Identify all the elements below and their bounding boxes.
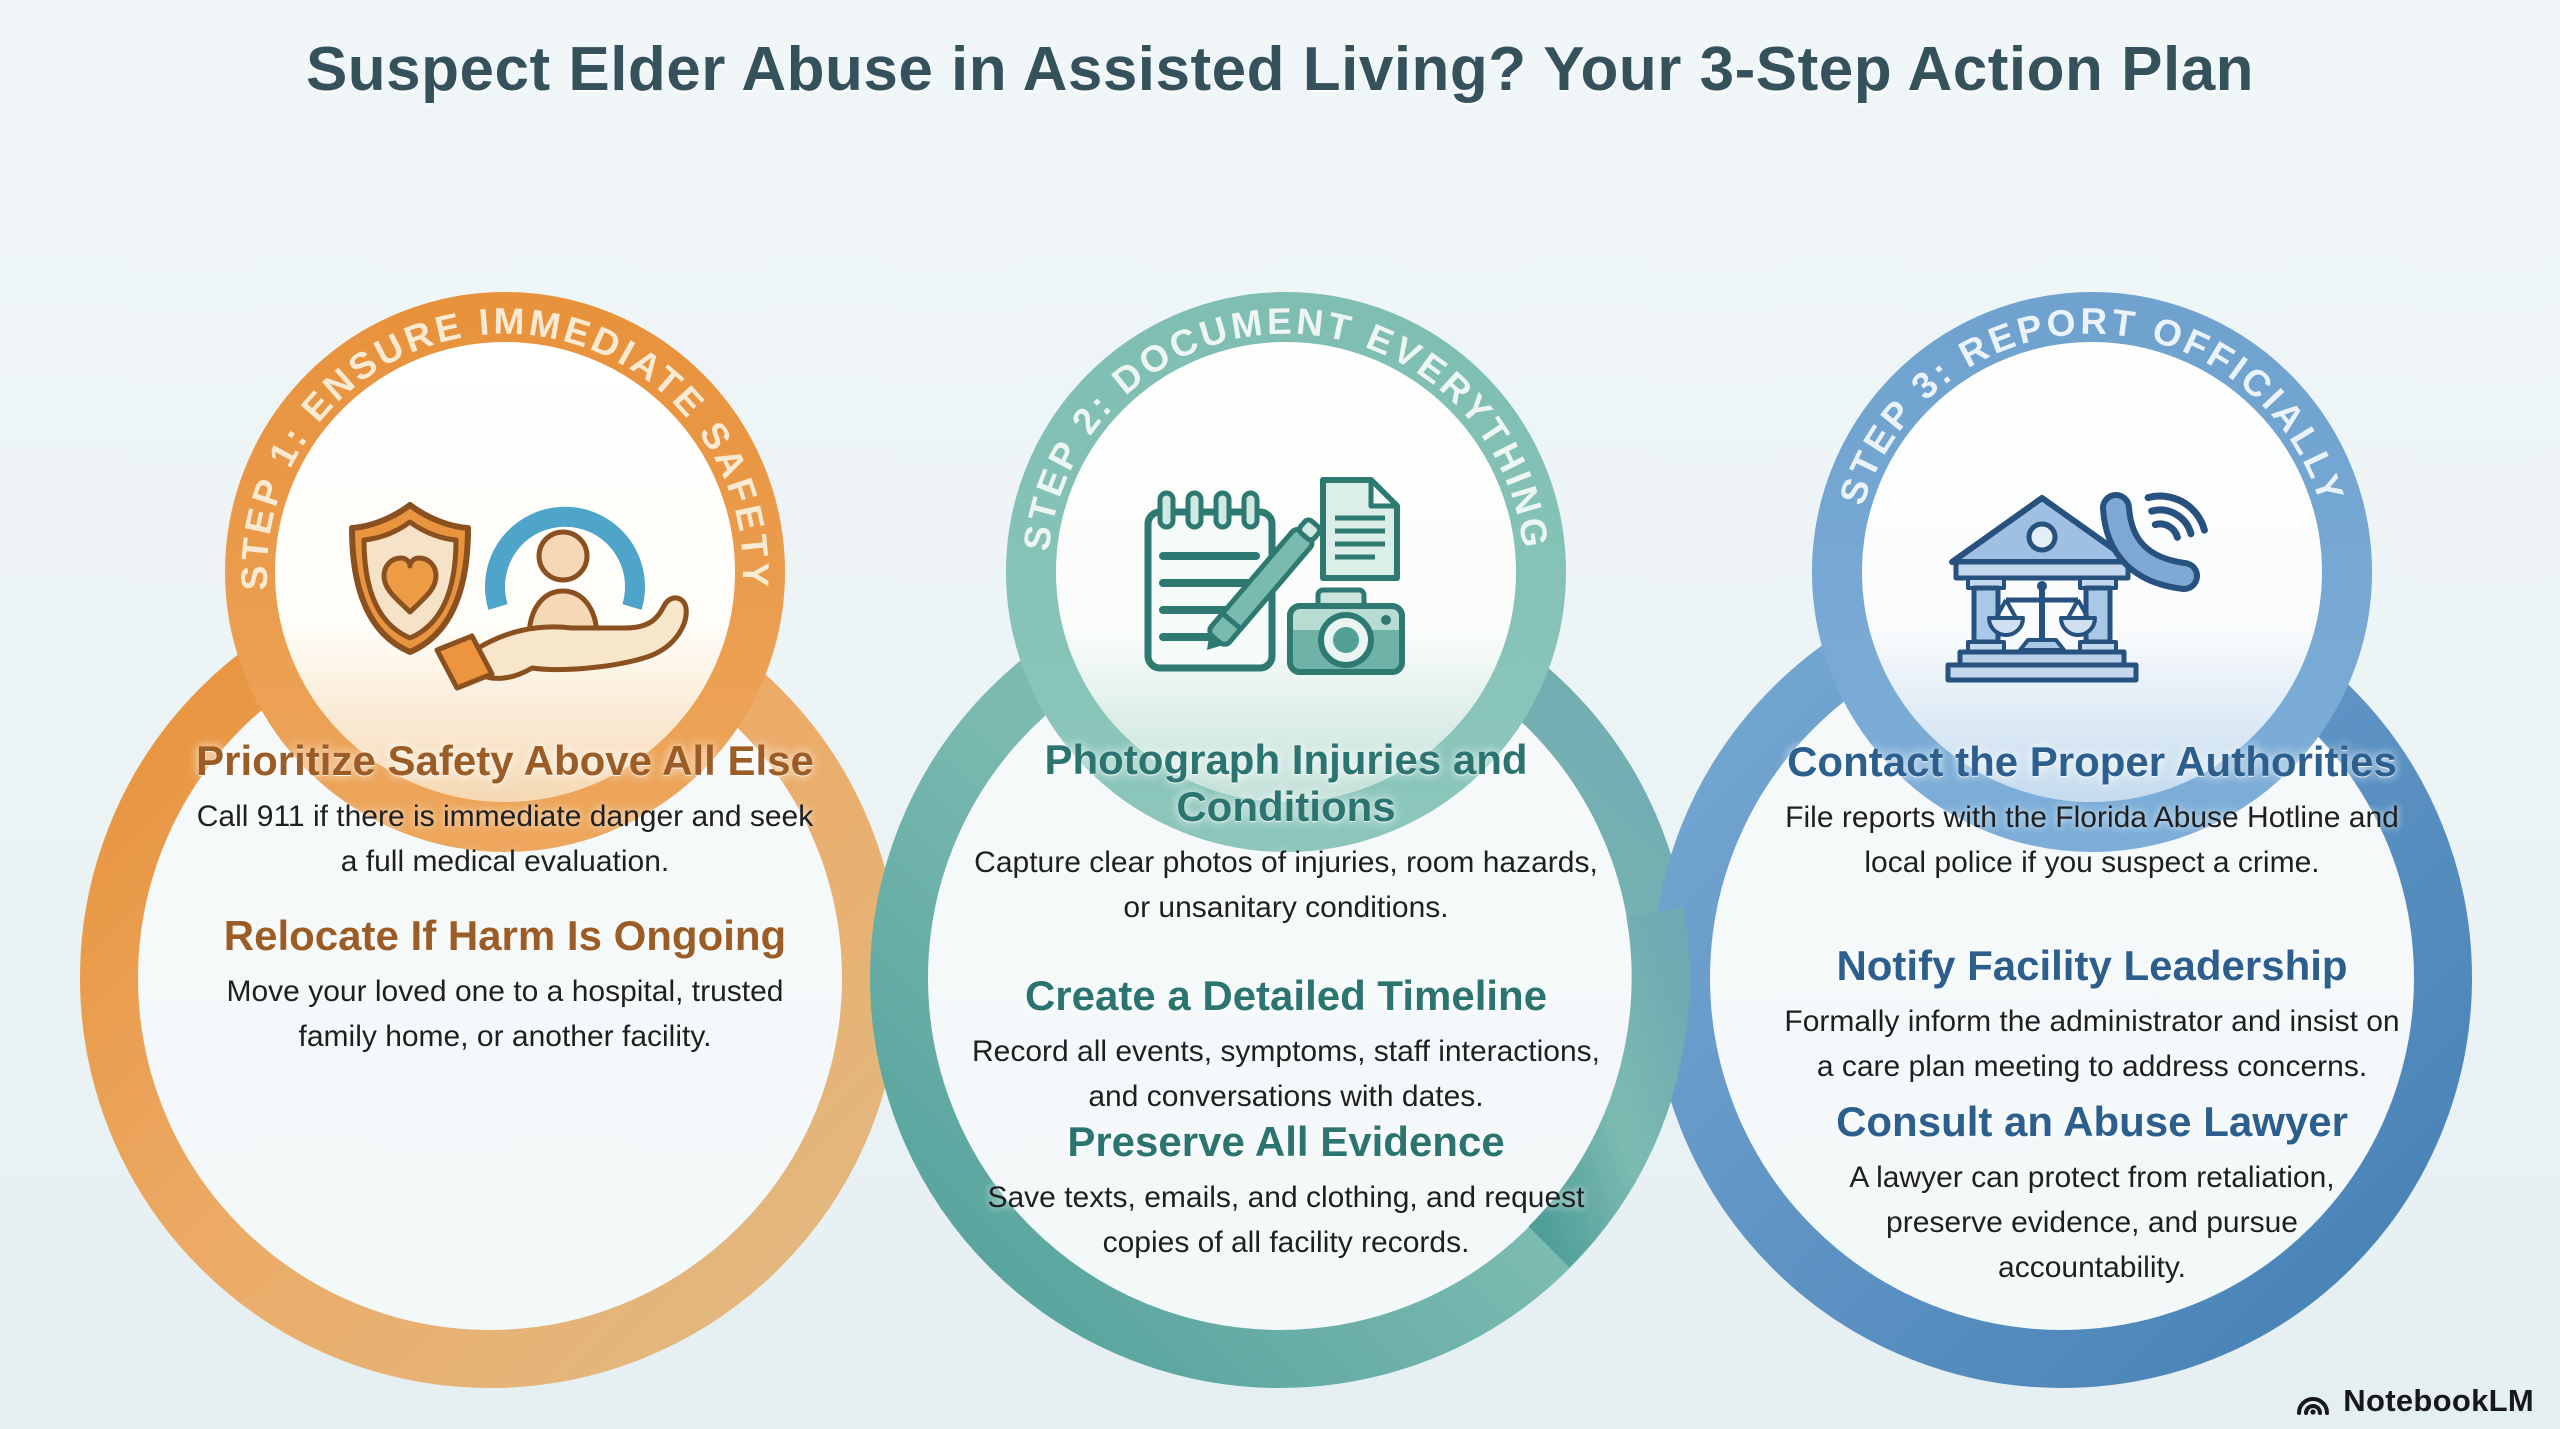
step1-section-1: Prioritize Safety Above All Else Call 91…: [165, 737, 845, 884]
step2-ring-interior: [928, 626, 1632, 1330]
step1-section-2-body: Move your loved one to a hospital, trust…: [226, 975, 784, 1054]
scales-of-justice-icon: [1987, 581, 2097, 652]
step2-ring-overlap-segment: [1528, 907, 1690, 1268]
notepad-pen-icon: [1144, 490, 1323, 672]
step2-badge-ring: [1006, 292, 1566, 852]
step3-section-2: Notify Facility Leadership Formally info…: [1752, 942, 2432, 1089]
step1-section-1-heading: Prioritize Safety Above All Else: [196, 737, 814, 784]
brand-name: NotebookLM: [2343, 1383, 2534, 1418]
step2-section-3-body: Save texts, emails, and clothing, and re…: [987, 1181, 1585, 1260]
step1-section-1-body: Call 911 if there is immediate danger an…: [196, 800, 814, 879]
step3-section-2-body: Formally inform the administrator and in…: [1784, 1005, 2400, 1084]
step3-section-1: Contact the Proper Authorities File repo…: [1752, 738, 2432, 885]
step3-section-3-body: A lawyer can protect from retaliation, p…: [1849, 1161, 2335, 1285]
step2-section-3-heading: Preserve All Evidence: [1067, 1118, 1505, 1165]
courthouse-scales-icon: [1945, 495, 2139, 683]
step2-section-1-heading: Photograph Injuries and Conditions: [1044, 736, 1528, 831]
step2-section-1-body: Capture clear photos of injuries, room h…: [974, 846, 1598, 925]
signal-waves-icon: [2151, 520, 2181, 541]
brand-watermark: NotebookLM: [2295, 1383, 2534, 1419]
step3-section-1-body: File reports with the Florida Abuse Hotl…: [1785, 801, 2399, 880]
care-hand-person-icon: [434, 506, 689, 691]
step2-badge-circle: STEP 2: DOCUMENT EVERYTHING: [1006, 292, 1566, 852]
step3-section-1-heading: Contact the Proper Authorities: [1787, 738, 2397, 785]
step3-section-3-heading: Consult an Abuse Lawyer: [1836, 1098, 2348, 1145]
page-title: Suspect Elder Abuse in Assisted Living? …: [305, 35, 2255, 104]
phone-call-icon: [2100, 492, 2208, 592]
step1-section-2: Relocate If Harm Is Ongoing Move your lo…: [165, 912, 845, 1059]
document-icon: [1320, 477, 1400, 581]
step1-section-2-heading: Relocate If Harm Is Ongoing: [223, 912, 787, 959]
camera-icon: [1287, 587, 1405, 675]
step2-section-3: Preserve All Evidence Save texts, emails…: [946, 1118, 1626, 1265]
shield-heart-icon: [349, 502, 471, 655]
step3-section-3: Consult an Abuse Lawyer A lawyer can pro…: [1752, 1098, 2432, 1290]
step2-section-2-heading: Create a Detailed Timeline: [1024, 972, 1548, 1019]
step2-section-2: Create a Detailed Timeline Record all ev…: [946, 972, 1626, 1119]
step1-ring-interior: [138, 626, 842, 1330]
notebooklm-arcs-icon: [2297, 1397, 2330, 1415]
step3-badge-ring: [1812, 292, 2372, 852]
step1-badge-ring: [225, 292, 785, 852]
step2-section-2-body: Record all events, symptoms, staff inter…: [971, 1035, 1601, 1114]
step2-section-1: Photograph Injuries and Conditions Captu…: [946, 736, 1626, 930]
protective-arc-icon: [485, 506, 645, 610]
step3-section-2-heading: Notify Facility Leadership: [1836, 942, 2348, 989]
